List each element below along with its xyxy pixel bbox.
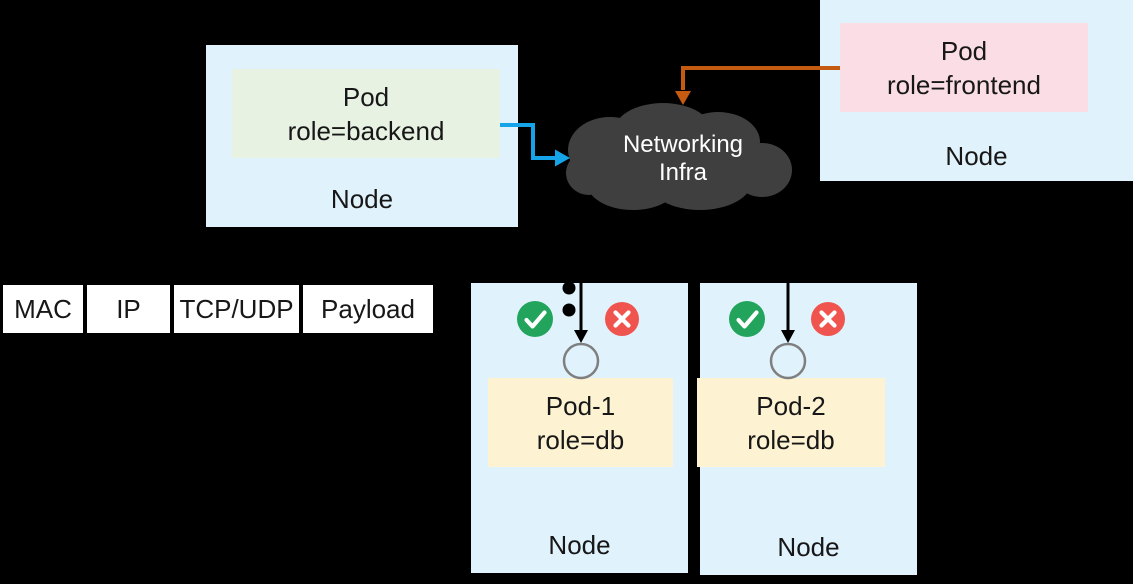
pod-db-1-name: Pod-1	[545, 390, 616, 421]
queued-packet-dot-icon	[562, 303, 576, 317]
backend-to-infra-arrow	[500, 123, 570, 167]
packet-segment-tcp-udp: TCP/UDP	[174, 285, 299, 333]
cloud-label-line1: Networking	[622, 130, 744, 158]
pod-frontend-name: Pod	[940, 35, 988, 66]
pod1-allowed-check-icon	[517, 301, 553, 337]
pod-db-1: Pod-1 role=db	[488, 378, 673, 467]
frontend-node-label: Node	[945, 141, 1008, 171]
pod-db-1-role: role=db	[536, 424, 625, 455]
pod-frontend-role: role=frontend	[887, 69, 1041, 100]
pod-frontend: Pod role=frontend	[840, 23, 1088, 112]
pod2-allowed-check-icon	[729, 301, 765, 337]
db-node-1: Pod-1 role=db Node	[471, 283, 688, 573]
pod-backend: Pod role=backend	[232, 69, 500, 158]
db-node-1-label: Node	[548, 530, 611, 560]
pod-backend-role: role=backend	[287, 115, 445, 146]
pod-db-2: Pod-2 role=db	[697, 378, 885, 467]
packet-segment-payload: Payload	[303, 285, 433, 333]
cloud-label-line2: Infra	[658, 158, 708, 186]
pod2-denied-cross-icon	[811, 302, 845, 336]
backend-node-label: Node	[330, 184, 394, 214]
pod-db-2-name: Pod-2	[756, 390, 826, 421]
cloud-shape-icon	[566, 103, 792, 210]
pod2-port-circle-icon	[769, 342, 807, 380]
pod-backend-name: Pod	[342, 81, 390, 112]
pod-db-2-role: role=db	[747, 424, 835, 455]
backend-node: Pod role=backend Node	[206, 45, 518, 227]
queued-packet-dot-icon	[562, 281, 576, 295]
infra-to-pod1-arrow	[562, 275, 588, 343]
packet-segment-mac: MAC	[3, 285, 83, 333]
infra-to-pod2-arrow	[781, 275, 795, 343]
frontend-to-infra-arrow	[675, 66, 840, 105]
pod1-denied-cross-icon	[605, 302, 639, 336]
packet-segment-ip: IP	[87, 285, 170, 333]
cloud-label: Networking Infra	[570, 105, 796, 212]
frontend-node: Pod role=frontend Node	[820, 0, 1133, 181]
pod1-port-circle-icon	[562, 342, 600, 380]
db-node-2-label: Node	[777, 532, 840, 562]
